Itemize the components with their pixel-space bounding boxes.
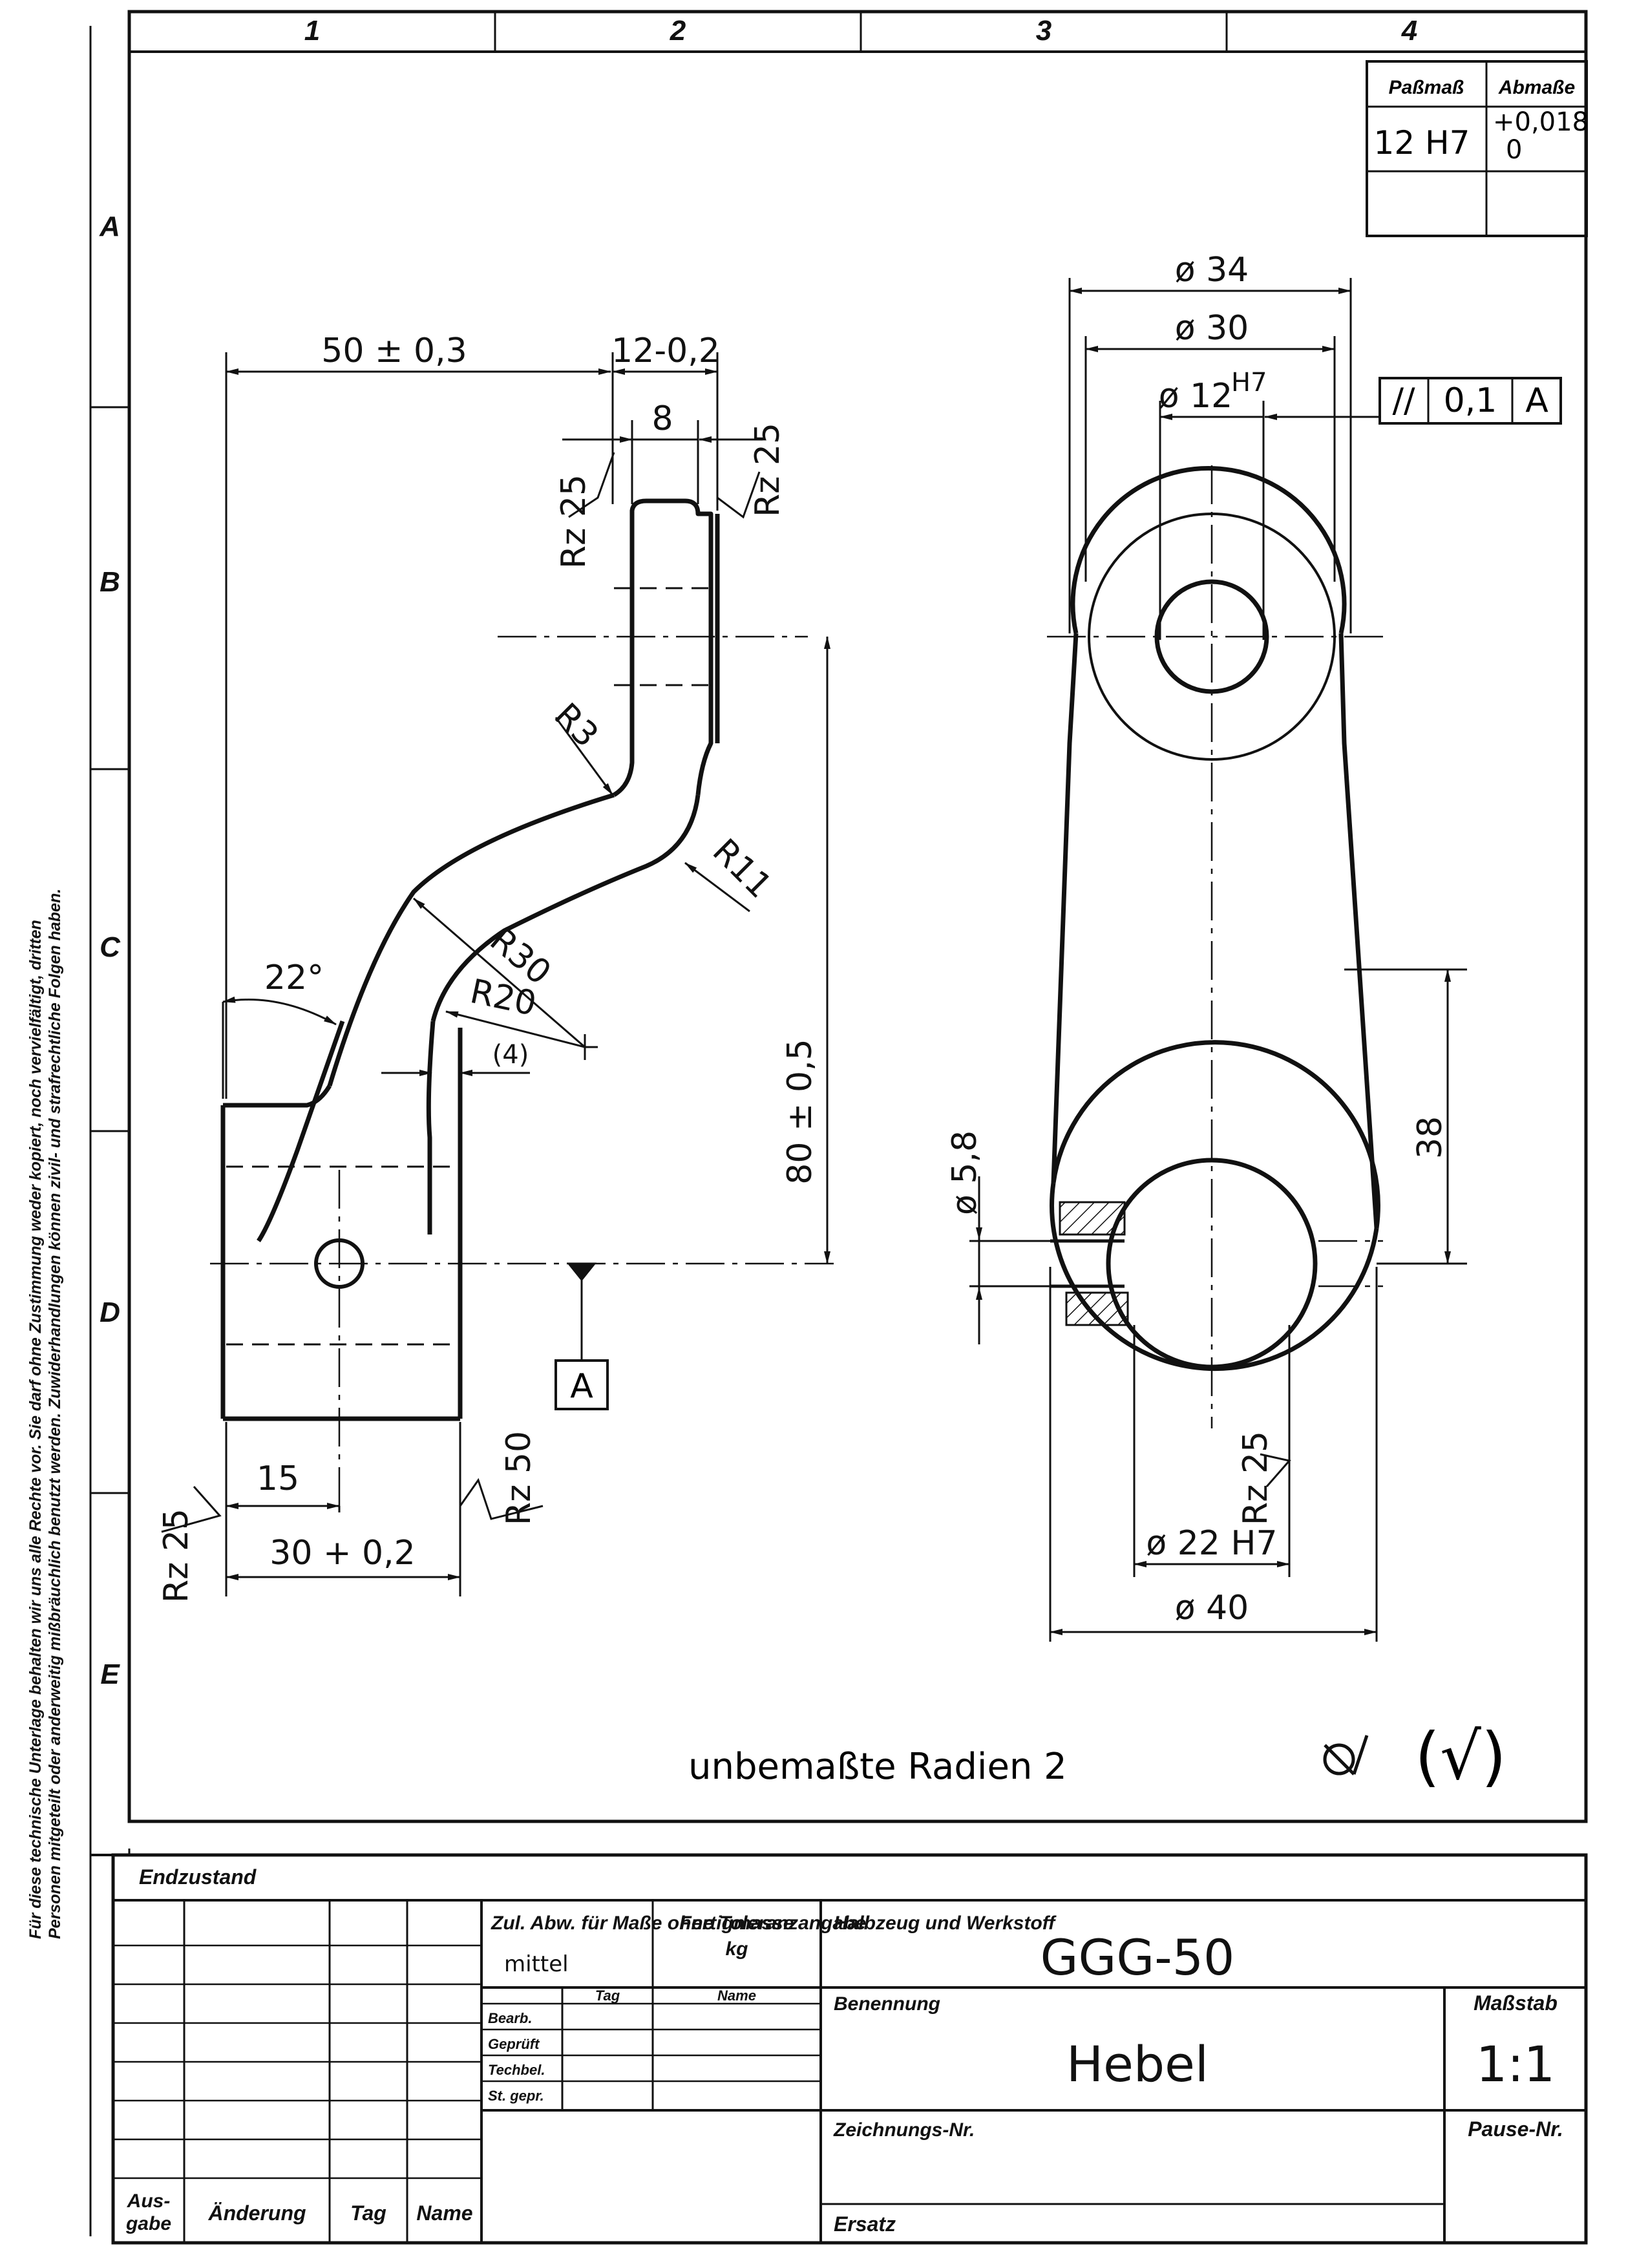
tolerance-value: mittel: [504, 1951, 569, 1977]
deviation-header: Abmaße: [1498, 77, 1575, 98]
name-header: Benennung: [834, 1993, 940, 2015]
radii-note: unbemaßte Radien 2: [688, 1746, 1067, 1788]
dim-30: 30 + 0,2: [269, 1534, 416, 1573]
scale-value: 1:1: [1476, 2035, 1555, 2093]
scale-header: Maßstab: [1474, 1991, 1558, 2015]
rev-col-issue-2: gabe: [125, 2213, 171, 2234]
zone-row-e: E: [100, 1659, 120, 1690]
mass-header: Fertigmasse: [680, 1913, 794, 1934]
frame-symbol: //: [1392, 381, 1415, 420]
deviation-lower: 0: [1506, 135, 1522, 165]
rz-left-top: Rz 25: [555, 474, 593, 569]
rev-col-change: Änderung: [207, 2201, 306, 2225]
mass-unit: kg: [725, 1938, 748, 1960]
dim-d34: ø 34: [1175, 251, 1249, 290]
tolerance-frame: // 0,1 A: [1379, 377, 1562, 425]
copyright-line-1: Für diese technische Unterlage behalten …: [26, 920, 45, 1939]
surface-mark-right: [1260, 1453, 1291, 1487]
col-tag: Tag: [595, 1987, 620, 2004]
dim-d12-fit: H7: [1231, 368, 1267, 397]
dim-d30: ø 30: [1175, 309, 1249, 348]
rev-col-name: Name: [416, 2201, 472, 2225]
rev-col-issue-1: Aus-: [127, 2190, 171, 2212]
rz-right-bottom: Rz 50: [500, 1431, 538, 1525]
side-view-centerlines: [210, 635, 834, 1506]
rz-left-bottom: Rz 25: [157, 1509, 196, 1603]
section-hatch-top: [1059, 1201, 1126, 1236]
front-view-dims: [969, 278, 1467, 1642]
dim-d58: ø 5,8: [945, 1130, 984, 1215]
tolerance-table: Paßmaß Abmaße 12 H7 +0,018 0: [1366, 60, 1589, 237]
surface-symbol-bracket: (√): [1415, 1719, 1506, 1794]
dim-d22: ø 22 H7: [1146, 1524, 1277, 1563]
datum-a-box: [555, 1359, 609, 1410]
frame-value: 0,1: [1444, 381, 1497, 420]
tolerance-header: Zul. Abw. für Maße ohne Toleranzangabe: [491, 1913, 866, 1934]
copyright-notice: Für diese technische Unterlage behalten …: [26, 517, 65, 1939]
side-view-dims: [222, 352, 830, 1596]
zone-col-4: 4: [1401, 15, 1417, 47]
zone-row-a: A: [99, 211, 120, 242]
drawing-no-header: Zeichnungs-Nr.: [833, 2119, 975, 2141]
title-block: [111, 1849, 1588, 2245]
dim-angle-22: 22°: [264, 959, 324, 997]
rz-right-top: Rz 25: [748, 423, 787, 517]
dim-80: 80 ± 0,5: [781, 1039, 819, 1185]
zone-col-1: 1: [304, 15, 320, 47]
dim-4: (4): [492, 1040, 529, 1070]
pause-header: Pause-Nr.: [1468, 2117, 1563, 2141]
material-header: Halbzeug und Werkstoff: [834, 1913, 1057, 1934]
zone-row-b: B: [100, 566, 120, 598]
rev-col-day: Tag: [350, 2201, 386, 2225]
zone-col-3: 3: [1036, 15, 1051, 47]
part-name: Hebel: [1066, 2035, 1209, 2093]
dim-r11: R11: [705, 832, 779, 906]
state-label: Endzustand: [139, 1865, 257, 1889]
surface-symbol-general: [1323, 1735, 1369, 1775]
side-view-hidden: [226, 587, 717, 1346]
col-name: Name: [717, 1987, 756, 2004]
dim-12: 12-0,2: [611, 332, 720, 370]
dim-15: 15: [257, 1459, 299, 1498]
row-geprueft: Geprüft: [488, 2036, 540, 2052]
drawing-frame: [89, 10, 1588, 2236]
side-view-outline: [220, 498, 720, 1421]
dim-50: 50 ± 0,3: [321, 332, 467, 370]
deviation-upper: +0,018: [1493, 107, 1589, 137]
row-techbel: Techbel.: [488, 2062, 545, 2078]
row-bearb: Bearb.: [488, 2010, 532, 2026]
side-view: 50 ± 0,3 12-0,2 8 Rz 25 Rz 25 R3 R11 R30…: [157, 332, 834, 1603]
front-view-outline: [1050, 466, 1380, 1371]
section-hatch-bottom: [1065, 1291, 1129, 1326]
zone-col-2: 2: [670, 15, 686, 47]
dim-d12: ø 12: [1159, 377, 1233, 416]
front-view: // 0,1 A ø 34 ø 30 ø 12 H7 38 ø 5,8 Rz 2…: [945, 251, 1562, 1642]
front-view-centerlines: [1047, 465, 1383, 1428]
frame-datum: A: [1525, 381, 1548, 420]
fit-header: Paßmaß: [1389, 77, 1464, 98]
copyright-line-2: Personen mitgeteilt oder anderweitig miß…: [46, 888, 64, 1939]
dim-d40: ø 40: [1175, 1589, 1249, 1627]
pin-hole: [314, 1238, 364, 1289]
zone-row-c: C: [100, 931, 121, 963]
dim-r3: R3: [547, 696, 606, 755]
zone-row-d: D: [100, 1297, 120, 1328]
rz-front: Rz 25: [1236, 1431, 1275, 1525]
surface-marks-left: [161, 452, 761, 1533]
material-value: GGG-50: [1041, 1929, 1235, 1986]
datum-a: A: [570, 1367, 593, 1406]
row-st-gepr: St. gepr.: [488, 2088, 544, 2104]
dim-8: 8: [651, 399, 673, 438]
replace-header: Ersatz: [834, 2212, 896, 2236]
dim-38: 38: [1411, 1116, 1450, 1159]
fit-value: 12 H7: [1374, 124, 1470, 162]
